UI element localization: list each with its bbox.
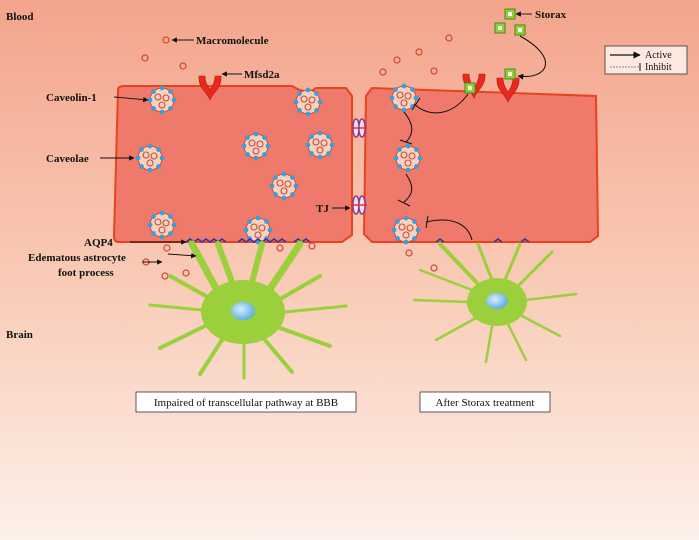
caption-left-text: Impaired of transcellular pathway at BBB [154, 397, 338, 409]
caveola-vesicle [293, 87, 323, 117]
astrocyte-right [412, 242, 578, 364]
legend-inhibit-label: Inhibit [645, 62, 672, 73]
caption-left: Impaired of transcellular pathway at BBB [135, 391, 357, 413]
tj-label: TJ [316, 203, 329, 215]
caveola-vesicle [135, 143, 165, 173]
caveola-vesicle [147, 210, 177, 240]
caveolae-label: Caveolae [46, 153, 89, 165]
storax-label: Storax [535, 9, 567, 21]
label-pointers [100, 11, 532, 265]
caveolin-label: Caveolin-1 [46, 92, 97, 104]
blood-label: Blood [6, 11, 34, 23]
caveola-vesicle [391, 215, 421, 245]
caveola-vesicle [393, 143, 423, 173]
legend: Active Inhibit [604, 45, 688, 75]
caveola-vesicle [269, 171, 299, 201]
caption-right: After Storax treatment [419, 391, 551, 413]
macromolecule-label: Macromolecule [196, 35, 269, 47]
astrocyte-left [148, 240, 348, 380]
caveola-vesicle [305, 130, 335, 160]
aqp4-label: AQP4 [84, 237, 113, 249]
mfsd2a-label: Mfsd2a [244, 69, 280, 81]
caption-right-text: After Storax treatment [436, 397, 535, 409]
endothelial-cell-left [112, 85, 353, 243]
legend-active-label: Active [645, 50, 672, 61]
astrocyte-label-line1: Edematous astrocyte [28, 252, 126, 264]
tight-junction-lower [350, 195, 368, 215]
astrocyte-label-line2: foot process [58, 267, 114, 279]
tight-junction-upper [350, 118, 368, 138]
caveola-vesicle [241, 131, 271, 161]
pathway-arrows [397, 35, 546, 241]
caveola-vesicle [389, 83, 419, 113]
brain-label: Brain [6, 329, 33, 341]
caveola-vesicle [147, 85, 177, 115]
